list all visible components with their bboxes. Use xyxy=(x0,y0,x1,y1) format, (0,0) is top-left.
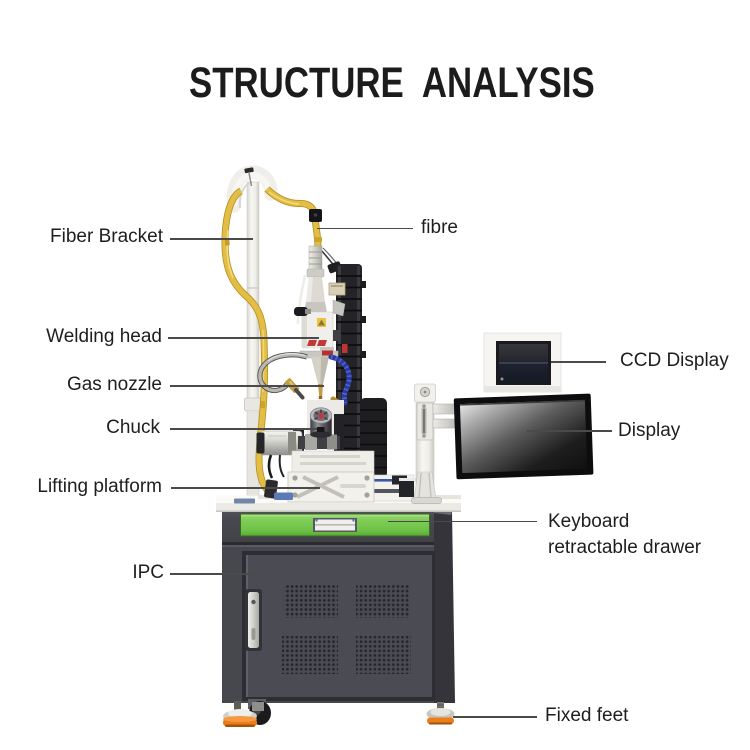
ipc-door xyxy=(242,551,435,701)
arm-bar-lower xyxy=(432,418,457,429)
label-chuck: Chuck xyxy=(106,417,160,438)
lifting-platform xyxy=(287,471,375,503)
fiber-bracket-pole xyxy=(226,165,278,496)
leader-line-keyboard-drawer xyxy=(388,520,537,522)
adjust-knob xyxy=(294,307,308,316)
label-lifting-platform: Lifting platform xyxy=(37,476,162,497)
leader-line-welding-head xyxy=(168,337,319,339)
leader-line-chuck xyxy=(170,428,317,430)
keyboard-drawer xyxy=(240,513,430,537)
label-ccd-display: CCD Display xyxy=(620,350,729,371)
vent-grid xyxy=(282,636,338,674)
flex-hose xyxy=(258,353,308,393)
main-display xyxy=(453,393,594,480)
label-ipc: IPC xyxy=(132,562,164,583)
table-item-blue xyxy=(274,492,293,500)
fixed-foot-right xyxy=(426,702,455,725)
label-keyboard-drawer-line2: retractable drawer xyxy=(548,537,702,558)
rotary-motor xyxy=(256,430,303,456)
chuck-assembly xyxy=(309,407,333,438)
keyhole xyxy=(251,599,256,605)
label-fiber-bracket: Fiber Bracket xyxy=(50,226,163,247)
label-keyboard-drawer: Keyboard retractable drawer xyxy=(548,509,701,561)
leader-line-gas-nozzle xyxy=(170,385,324,387)
door-handle xyxy=(245,589,262,651)
leader-line-ccd-display xyxy=(551,361,606,363)
label-welding-head: Welding head xyxy=(46,326,162,347)
hook-seam xyxy=(248,172,253,187)
vent-grid xyxy=(284,584,338,618)
stage-and-platform xyxy=(234,450,416,504)
label-display: Display xyxy=(618,420,681,441)
label-fixed-feet: Fixed feet xyxy=(545,705,629,726)
table-item-small xyxy=(234,498,255,504)
gas-nozzle xyxy=(257,352,352,407)
blue-coolant-hose xyxy=(328,354,352,406)
drawer-handle xyxy=(313,518,357,532)
vent-grid xyxy=(356,584,410,618)
leader-line-fibre xyxy=(317,227,413,229)
leader-line-lifting-platform xyxy=(171,487,320,489)
label-fibre: fibre xyxy=(421,217,458,238)
page-title: STRUCTURE ANALYSIS xyxy=(189,59,595,107)
fixed-foot-left xyxy=(223,701,257,727)
leader-line-ipc xyxy=(170,573,254,575)
label-gas-nozzle: Gas nozzle xyxy=(66,374,162,395)
nozzle-tip xyxy=(318,384,323,399)
display-screen xyxy=(459,399,588,474)
junction-box xyxy=(328,282,346,296)
leader-line-fixed-feet xyxy=(453,716,537,718)
label-keyboard-drawer-line1: Keyboard xyxy=(548,511,630,532)
leader-line-fiber-bracket xyxy=(170,238,253,240)
rail-end-box xyxy=(399,481,414,497)
welding-head xyxy=(294,245,348,359)
cabinet-ipc xyxy=(222,509,455,727)
arm-bar-upper xyxy=(432,403,457,415)
chuck-center-dot xyxy=(318,413,324,419)
monitor-arm xyxy=(411,383,457,504)
ccd-display xyxy=(483,332,562,393)
leader-line-display xyxy=(527,430,612,432)
vent-grid xyxy=(356,636,411,674)
